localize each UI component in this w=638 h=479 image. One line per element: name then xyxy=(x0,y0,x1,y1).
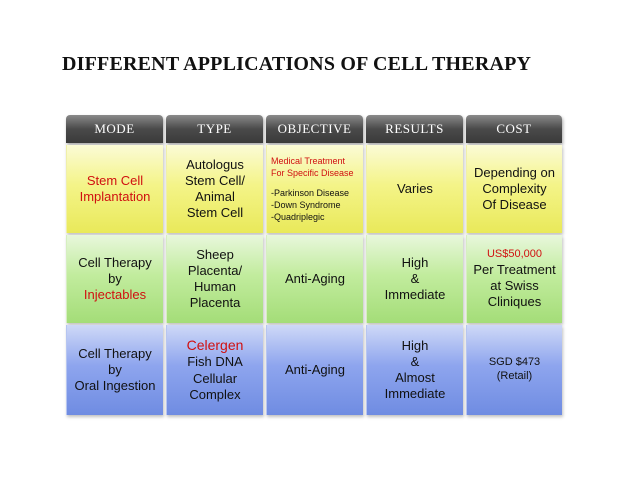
row1-objective-item: -Down Syndrome xyxy=(271,200,341,211)
row3-type-line: Complex xyxy=(189,386,241,402)
row3-results-line: Almost xyxy=(395,370,435,385)
row1-mode-line: Stem Cell xyxy=(86,172,144,188)
row3-mode-line: Cell Therapy xyxy=(78,345,152,361)
row1-objective-item: -Quadriplegic xyxy=(271,212,325,223)
header-mode: MODE xyxy=(66,115,163,143)
row2-type-line: Sheep xyxy=(196,246,234,262)
row1-results: Varies xyxy=(366,145,463,233)
row3-type-line: Cellular xyxy=(192,370,238,386)
row1-results-line: Varies xyxy=(397,180,433,196)
row2-mode: Cell Therapy by Injectables xyxy=(66,235,163,323)
row2-results-line: High xyxy=(401,254,429,270)
row1-type: Autologus Stem Cell/ Animal Stem Cell xyxy=(166,145,263,233)
therapy-table: MODE TYPE OBJECTIVE RESULTS COST Stem Ce… xyxy=(66,115,562,415)
row3-objective: Anti-Aging xyxy=(266,325,363,415)
row1-objective-title: For Specific Disease xyxy=(271,167,354,178)
row2-results-line: & xyxy=(410,270,420,286)
row3-cost: SGD $473 (Retail) xyxy=(466,325,562,415)
row1-objective-item: -Parkinson Disease xyxy=(271,187,350,198)
row2-objective: Anti-Aging xyxy=(266,235,363,323)
row1-type-line: Stem Cell xyxy=(186,205,244,221)
page-title: DIFFERENT APPLICATIONS OF CELL THERAPY xyxy=(62,53,532,75)
row2-type-line: Placenta/ xyxy=(187,262,243,278)
row3-results-line: & xyxy=(410,353,420,369)
row3-cost-line: (Retail) xyxy=(496,370,533,382)
row2-cost-line: Per Treatment xyxy=(473,261,556,277)
row3-objective-text: Anti-Aging xyxy=(285,361,345,377)
row3-cost-line: SGD $473 xyxy=(488,356,541,369)
header-type: TYPE xyxy=(166,115,263,143)
row1-type-line: Autologus xyxy=(186,156,244,172)
row1-cost-line: Complexity xyxy=(482,180,547,196)
row2-results-line: Immediate xyxy=(384,287,446,303)
row2-mode-line: Injectables xyxy=(83,287,147,303)
row1-type-line: Stem Cell/ xyxy=(185,172,245,188)
row3-results-line: Immediate xyxy=(384,386,446,402)
row1-objective: Medical Treatment For Specific Disease -… xyxy=(266,145,363,233)
row1-cost-line: Of Disease xyxy=(482,197,547,213)
header-cost: COST xyxy=(466,115,562,143)
row1-mode: Stem Cell Implantation xyxy=(66,145,163,233)
row3-mode: Cell Therapy by Oral Ingestion xyxy=(66,325,163,415)
row3-type-highlight: Celergen xyxy=(186,336,244,353)
row1-type-line: Animal xyxy=(195,189,235,204)
row2-type: Sheep Placenta/ Human Placenta xyxy=(166,235,263,323)
row2-cost-line: at Swiss xyxy=(490,277,539,293)
row1-objective-title: Medical Treatment xyxy=(271,155,346,166)
row2-cost-line: Cliniques xyxy=(487,294,542,309)
row2-mode-line: Cell Therapy xyxy=(78,254,152,270)
row2-cost: US$50,000 Per Treatment at Swiss Cliniqu… xyxy=(466,235,562,323)
row3-mode-line: by xyxy=(108,361,122,377)
row3-results: High & Almost Immediate xyxy=(366,325,463,415)
row2-type-line: Placenta xyxy=(189,295,241,311)
header-results: RESULTS xyxy=(366,115,463,143)
row1-cost-line: Depending on xyxy=(474,164,555,180)
row3-mode-line: Oral Ingestion xyxy=(74,378,156,394)
row2-objective-text: Anti-Aging xyxy=(285,270,345,286)
row2-cost-highlight: US$50,000 xyxy=(486,247,543,260)
row3-results-line: High xyxy=(401,337,429,353)
row3-type: Celergen Fish DNA Cellular Complex xyxy=(166,325,263,415)
row2-results: High & Immediate xyxy=(366,235,463,323)
row1-cost: Depending on Complexity Of Disease xyxy=(466,145,562,233)
row2-type-line: Human xyxy=(194,279,236,294)
header-objective: OBJECTIVE xyxy=(266,115,363,143)
row2-mode-line: by xyxy=(108,270,122,286)
row1-mode-line: Implantation xyxy=(79,189,151,204)
row3-type-line: Fish DNA xyxy=(187,354,243,370)
